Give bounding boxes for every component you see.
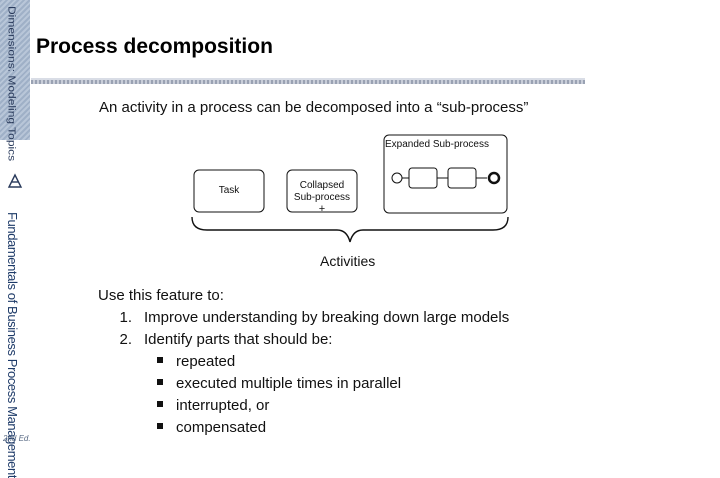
side-top-panel: Dimensions: Modeling Topics bbox=[0, 0, 30, 161]
bullet-text: repeated bbox=[176, 353, 236, 370]
bullet-marker bbox=[157, 401, 163, 407]
item-text: Improve understanding by breaking down l… bbox=[144, 309, 510, 326]
bullet-marker bbox=[157, 379, 163, 385]
side-edition: 2nd Ed. bbox=[3, 434, 31, 443]
item-number: 1. bbox=[119, 309, 132, 326]
expanded-subprocess-box bbox=[383, 134, 508, 214]
subtitle: An activity in a process can be decompos… bbox=[99, 99, 529, 116]
item-text: Identify parts that should be: bbox=[144, 331, 333, 348]
usage-intro: Use this feature to: bbox=[98, 287, 224, 304]
bullet-text: interrupted, or bbox=[176, 397, 270, 414]
side-book-title: Fundamentals of Business Process Managem… bbox=[5, 212, 20, 478]
task-label: Task bbox=[218, 185, 240, 196]
publisher-logo-icon bbox=[6, 172, 24, 195]
collapsed-label-line2: Sub-process bbox=[293, 192, 351, 203]
activities-label: Activities bbox=[320, 253, 376, 269]
inner-task-1 bbox=[408, 167, 438, 189]
decomposition-diagram bbox=[191, 134, 509, 243]
item-number: 2. bbox=[119, 331, 132, 348]
collapsed-marker: + bbox=[318, 203, 326, 215]
bullet-marker bbox=[157, 357, 163, 363]
activities-brace bbox=[191, 216, 509, 243]
start-event bbox=[391, 172, 403, 184]
bullet-text: compensated bbox=[176, 419, 267, 436]
bullet-marker bbox=[157, 423, 163, 429]
side-top-text: Dimensions: Modeling Topics bbox=[6, 6, 18, 162]
title-band bbox=[31, 26, 585, 84]
inner-task-2 bbox=[447, 167, 477, 189]
end-event bbox=[487, 171, 501, 185]
collapsed-subprocess-box bbox=[286, 169, 358, 213]
collapsed-label-line1: Collapsed bbox=[299, 180, 345, 191]
page-title: Process decomposition bbox=[36, 35, 273, 58]
expanded-label: Expanded Sub-process bbox=[385, 139, 489, 150]
task-box bbox=[193, 169, 265, 213]
bullet-text: executed multiple times in parallel bbox=[176, 375, 402, 392]
